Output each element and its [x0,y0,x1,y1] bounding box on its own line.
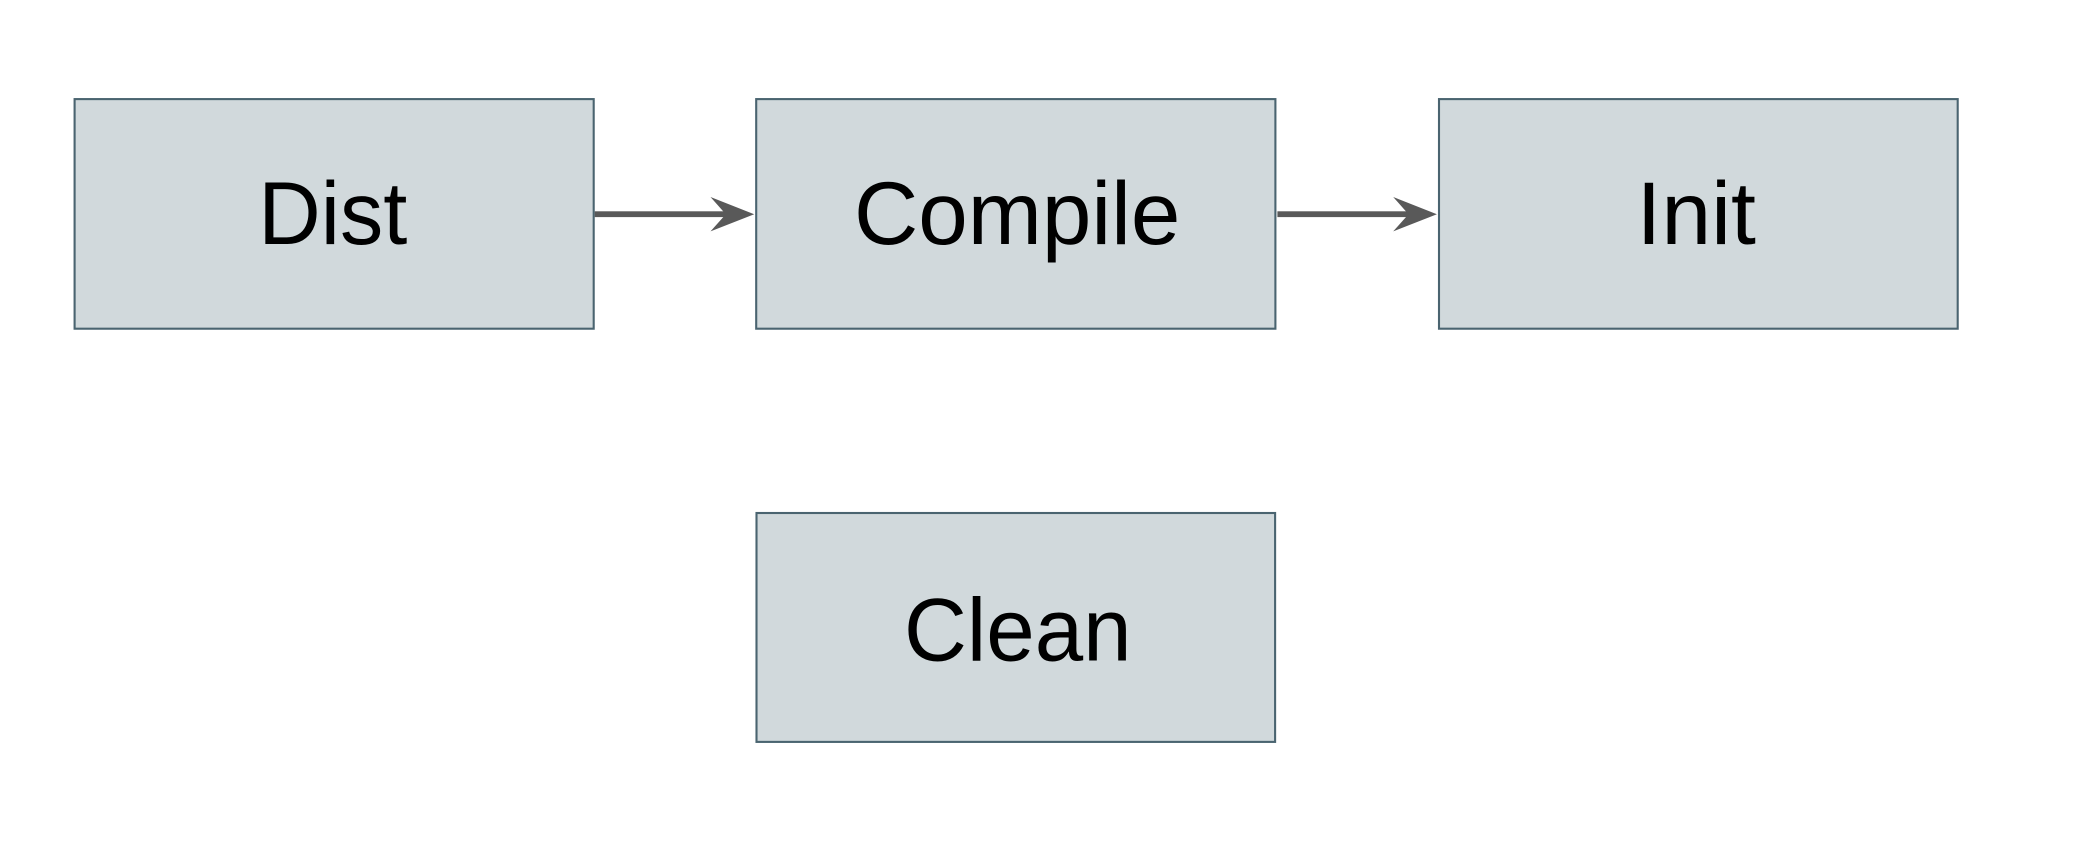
svg-text:Dist: Dist [258,163,407,263]
svg-text:Compile: Compile [854,163,1181,263]
svg-text:Clean: Clean [904,579,1132,679]
svg-text:Init: Init [1636,163,1756,263]
